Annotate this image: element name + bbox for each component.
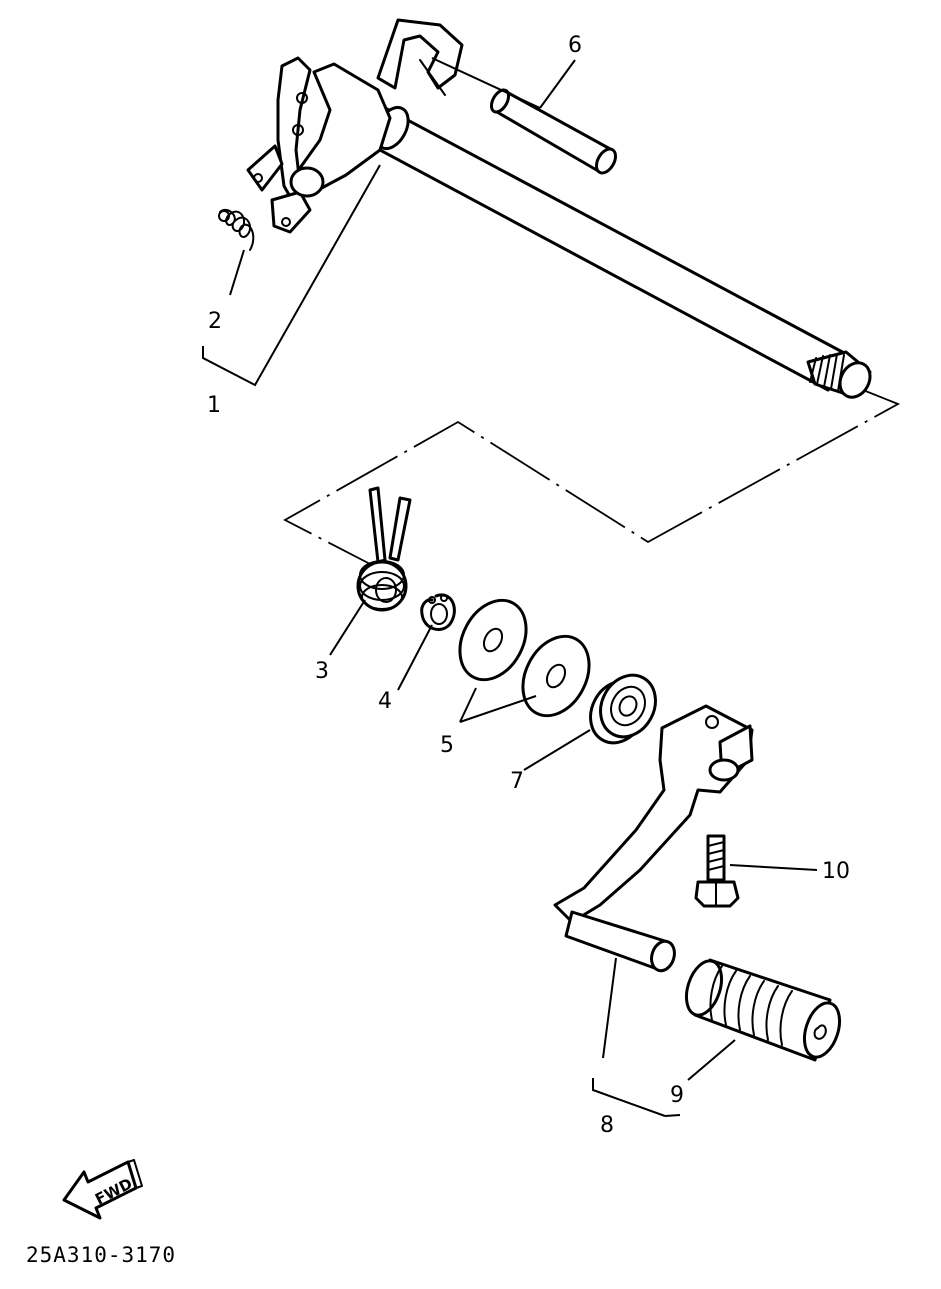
callout-7: 7 [510, 769, 524, 794]
dowel-pin [489, 88, 617, 175]
callout-8: 8 [600, 1113, 614, 1138]
callout-5: 5 [440, 733, 454, 758]
oil-seal [589, 673, 657, 745]
washer-lower [521, 634, 591, 718]
shift-shaft [246, 18, 872, 399]
callout-2: 2 [208, 309, 222, 334]
torsion-spring-small [218, 208, 255, 251]
washer-upper [458, 598, 528, 682]
circlip [420, 593, 456, 631]
callout-4: 4 [378, 689, 392, 714]
drawing-code: 25A310-3170 [26, 1243, 176, 1267]
callout-6: 6 [568, 33, 582, 58]
callout-1: 1 [207, 393, 221, 418]
callout-10: 10 [822, 859, 850, 884]
callout-9: 9 [670, 1083, 684, 1108]
pedal-rubber [684, 958, 842, 1062]
leader-lines [202, 57, 818, 1117]
callout-3: 3 [315, 659, 329, 684]
shift-pedal [553, 704, 754, 973]
pinch-bolt [694, 834, 740, 908]
return-spring [356, 486, 412, 612]
callout-labels: 1 2 3 4 5 6 7 8 9 10 [207, 33, 850, 1138]
alignment-lines [283, 387, 901, 566]
fwd-arrow-icon: FWD [62, 1159, 143, 1220]
